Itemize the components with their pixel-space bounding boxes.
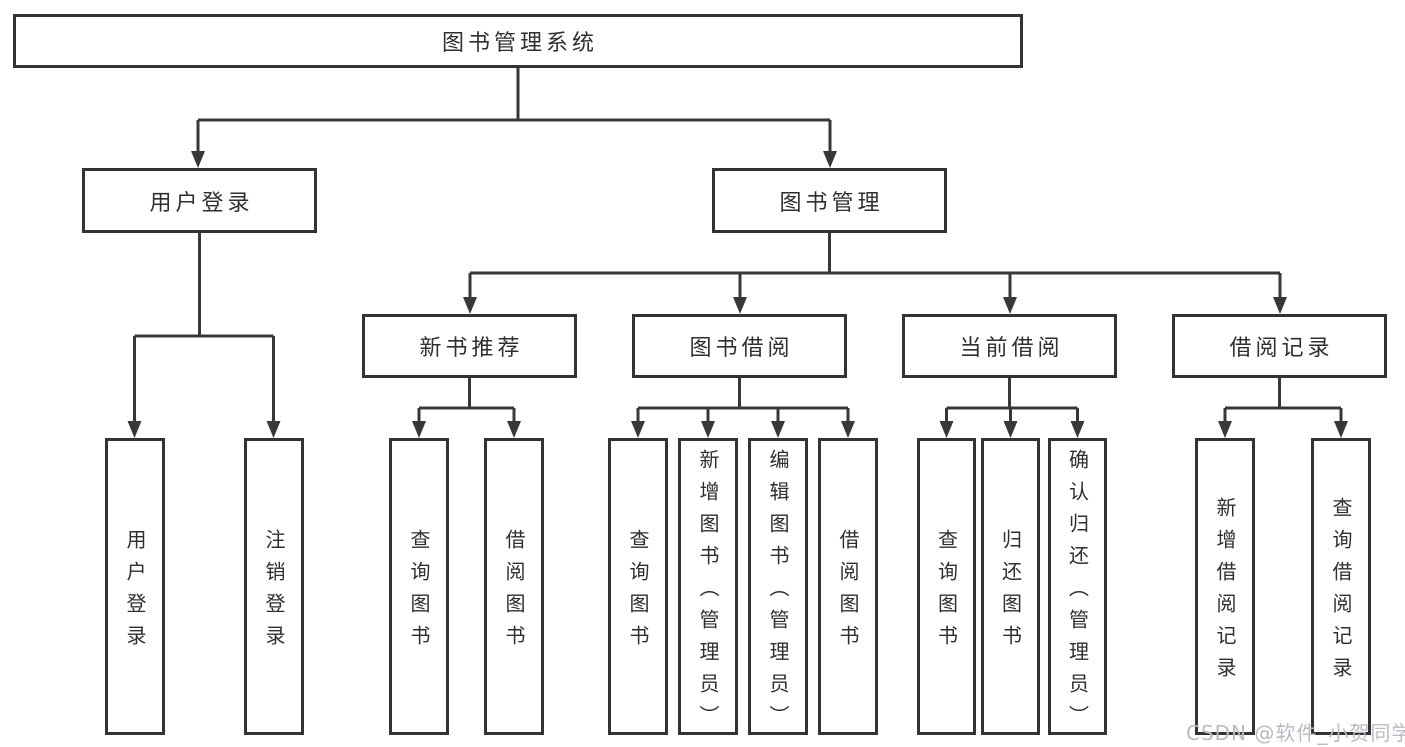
node-borrowing-records-label: 借阅记录	[1229, 336, 1334, 361]
leaf-logout-login-label: 注销登录	[262, 528, 286, 657]
leaf-borrow-books-recommend: 借阅图书	[484, 438, 544, 735]
leaf-add-books-admin: 新增图书（管理员）	[678, 438, 738, 737]
leaf-add-borrow-record: 新增借阅记录	[1195, 438, 1255, 735]
leaf-query-books-borrow: 查询图书	[608, 438, 668, 735]
leaf-add-borrow-record-label: 新增借阅记录	[1213, 496, 1237, 689]
node-new-book-recommendation-label: 新书推荐	[419, 336, 524, 361]
leaf-logout-login: 注销登录	[244, 438, 304, 735]
node-book-borrowing-label: 图书借阅	[689, 336, 794, 361]
node-library-system: 图书管理系统	[13, 14, 1023, 68]
leaf-borrow-books-recommend-label: 借阅图书	[502, 528, 526, 657]
leaf-return-books: 归还图书	[981, 438, 1040, 735]
leaf-query-books-borrow-label: 查询图书	[626, 528, 650, 657]
watermark: CSDN @软件_小贺同学	[1186, 721, 1405, 745]
leaf-query-borrow-record-label: 查询借阅记录	[1329, 496, 1353, 689]
leaf-query-books-recommend: 查询图书	[389, 438, 449, 735]
leaf-borrow-books-label: 借阅图书	[836, 528, 860, 657]
node-current-borrowing: 当前借阅	[902, 314, 1117, 378]
leaf-confirm-return-admin: 确认归还（管理员）	[1048, 438, 1107, 737]
node-book-management: 图书管理	[712, 168, 947, 233]
leaf-query-books-current-label: 查询图书	[934, 528, 959, 657]
node-user-login: 用户登录	[82, 168, 317, 233]
leaf-query-borrow-record: 查询借阅记录	[1311, 438, 1371, 735]
node-new-book-recommendation: 新书推荐	[362, 314, 577, 378]
leaf-confirm-return-admin-label: 确认归还（管理员）	[1065, 448, 1090, 737]
leaf-edit-books-admin: 编辑图书（管理员）	[748, 438, 808, 737]
leaf-add-books-admin-label: 新增图书（管理员）	[696, 448, 720, 737]
node-current-borrowing-label: 当前借阅	[959, 336, 1064, 361]
node-user-login-label: 用户登录	[149, 190, 254, 216]
leaf-borrow-books: 借阅图书	[818, 438, 878, 735]
leaf-user-login: 用户登录	[105, 438, 165, 735]
leaf-query-books-current: 查询图书	[917, 438, 976, 735]
leaf-query-books-recommend-label: 查询图书	[407, 528, 431, 657]
node-book-borrowing: 图书借阅	[632, 314, 847, 378]
leaf-return-books-label: 归还图书	[998, 528, 1023, 657]
leaf-user-login-label: 用户登录	[123, 528, 147, 657]
node-borrowing-records: 借阅记录	[1172, 314, 1387, 378]
node-library-system-label: 图书管理系统	[441, 31, 598, 56]
leaf-edit-books-admin-label: 编辑图书（管理员）	[766, 448, 790, 737]
node-book-management-label: 图书管理	[779, 190, 884, 216]
